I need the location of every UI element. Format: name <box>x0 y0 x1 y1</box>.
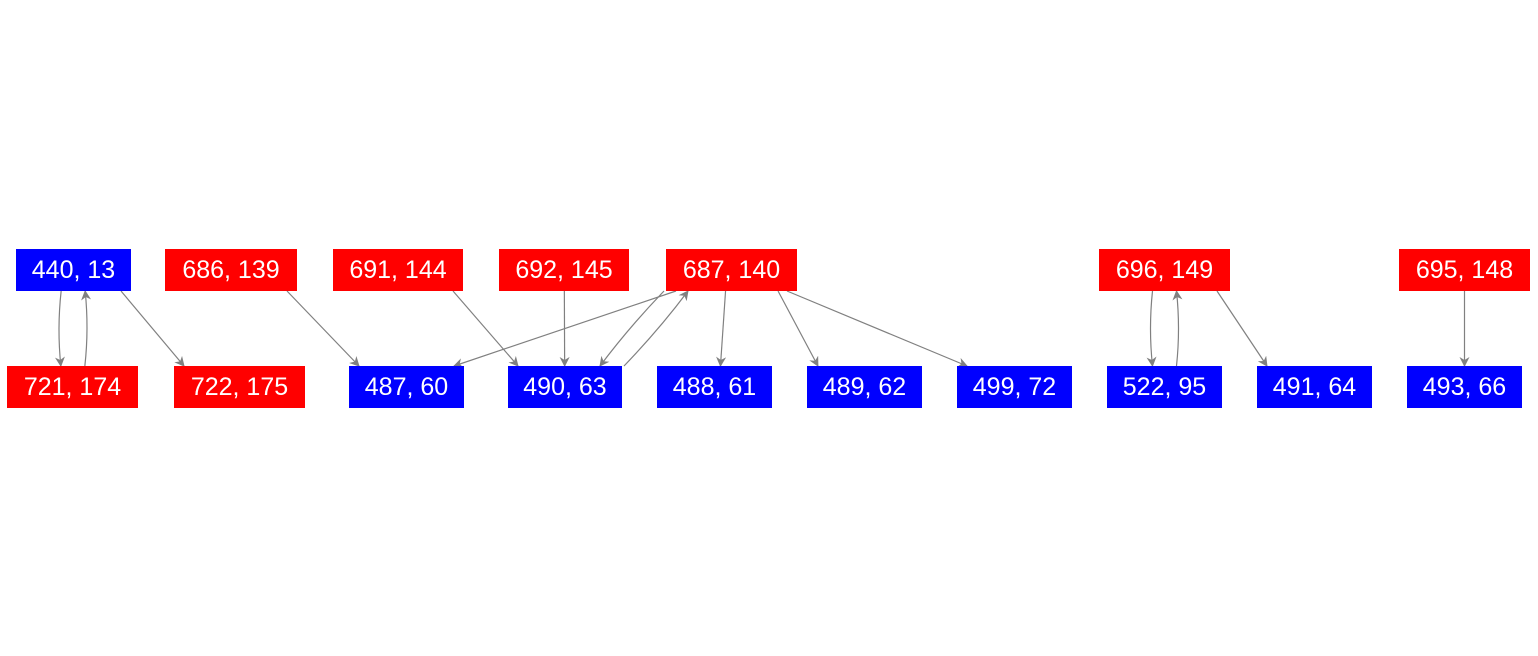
edge-490-to-687 <box>623 290 689 367</box>
edge-696-to-522 <box>1146 290 1157 367</box>
edge-440-to-721 <box>54 290 65 367</box>
edge-721-to-440 <box>81 290 92 367</box>
edge-440-to-722 <box>120 290 185 367</box>
node-491[interactable]: 491, 64 <box>1257 366 1372 408</box>
edge-687-to-488 <box>716 290 727 367</box>
node-489[interactable]: 489, 62 <box>807 366 922 408</box>
node-687[interactable]: 687, 140 <box>666 249 797 291</box>
edge-691-to-490 <box>452 290 519 367</box>
edge-687-to-487 <box>453 290 677 368</box>
edge-522-to-696 <box>1172 290 1183 367</box>
node-522[interactable]: 522, 95 <box>1107 366 1222 408</box>
node-722[interactable]: 722, 175 <box>174 366 305 408</box>
node-440[interactable]: 440, 13 <box>16 249 131 291</box>
edge-687-to-490 <box>599 290 665 367</box>
edge-687-to-489 <box>777 290 819 367</box>
node-691[interactable]: 691, 144 <box>333 249 463 291</box>
node-692[interactable]: 692, 145 <box>499 249 629 291</box>
node-490[interactable]: 490, 63 <box>508 366 622 408</box>
node-721[interactable]: 721, 174 <box>7 366 138 408</box>
node-493[interactable]: 493, 66 <box>1407 366 1522 408</box>
edge-686-to-487 <box>286 290 360 367</box>
node-499[interactable]: 499, 72 <box>957 366 1072 408</box>
node-686[interactable]: 686, 139 <box>165 249 297 291</box>
node-488[interactable]: 488, 61 <box>657 366 772 408</box>
edge-687-to-499 <box>786 290 968 368</box>
edge-696-to-491 <box>1216 290 1268 367</box>
node-487[interactable]: 487, 60 <box>349 366 464 408</box>
node-696[interactable]: 696, 149 <box>1099 249 1230 291</box>
node-695[interactable]: 695, 148 <box>1399 249 1530 291</box>
